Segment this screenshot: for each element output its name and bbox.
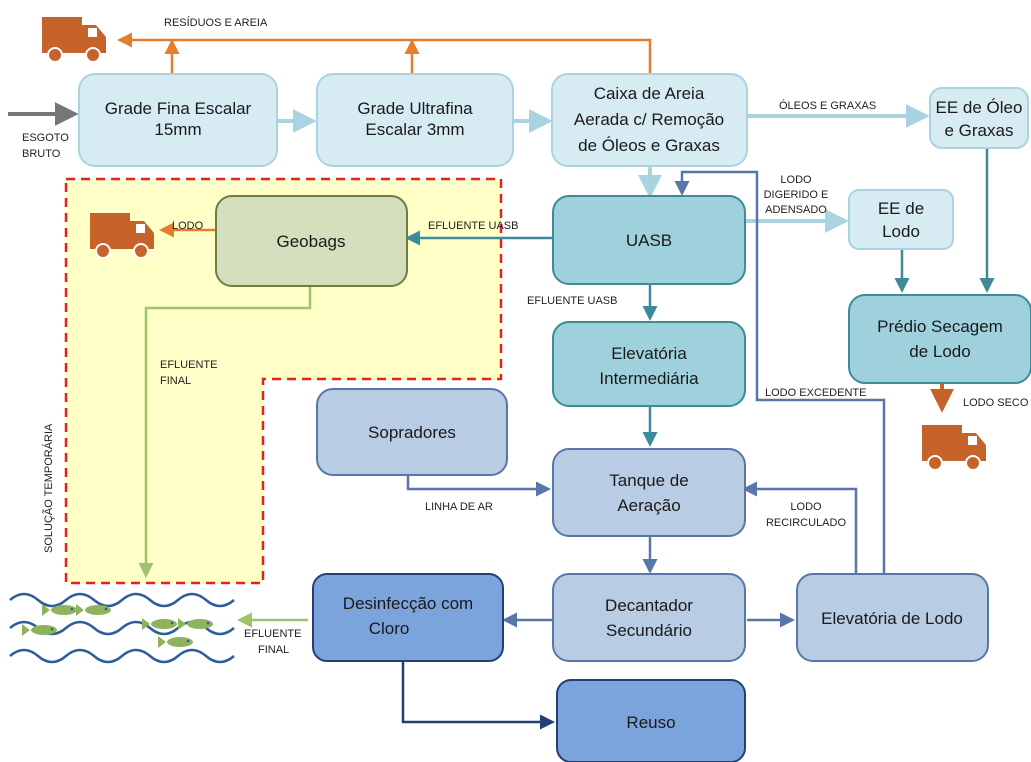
label-residuos-areia: RESÍDUOS E AREIA [164,16,268,29]
svg-text:UASB: UASB [626,231,672,250]
label-solucao-temporaria: SOLUÇÃO TEMPORÁRIA [42,423,55,553]
node-sopradores: Sopradores [316,388,508,476]
truck-icon [41,16,107,63]
label-linha-de-ar: LINHA DE AR [425,501,493,513]
truck-icon [921,424,987,471]
node-reuso: Reuso [556,679,746,762]
arrows [8,32,995,730]
label-oleos-graxas: ÓLEOS E GRAXAS [779,99,876,112]
label-efluente-uasb-top: EFLUENTE UASB [428,220,518,232]
node-uasb: UASB [552,195,746,285]
svg-text:Reuso: Reuso [626,713,675,732]
label-lodo-geobags: LODO [172,220,204,232]
svg-text:Sopradores: Sopradores [368,423,456,442]
svg-text:Geobags: Geobags [277,232,346,251]
label-lodo-seco: LODO SECO [963,397,1029,409]
label-lodo-excedente: LODO EXCEDENTE [765,387,866,399]
node-geobags: Geobags [215,195,408,287]
fish-icon [142,618,177,630]
fish-icon [158,636,193,648]
label-efluente-uasb-bottom: EFLUENTE UASB [527,295,617,307]
node-elevatoria-lodo: Elevatória de Lodo [796,573,989,662]
svg-text:Elevatória de Lodo: Elevatória de Lodo [821,609,963,628]
